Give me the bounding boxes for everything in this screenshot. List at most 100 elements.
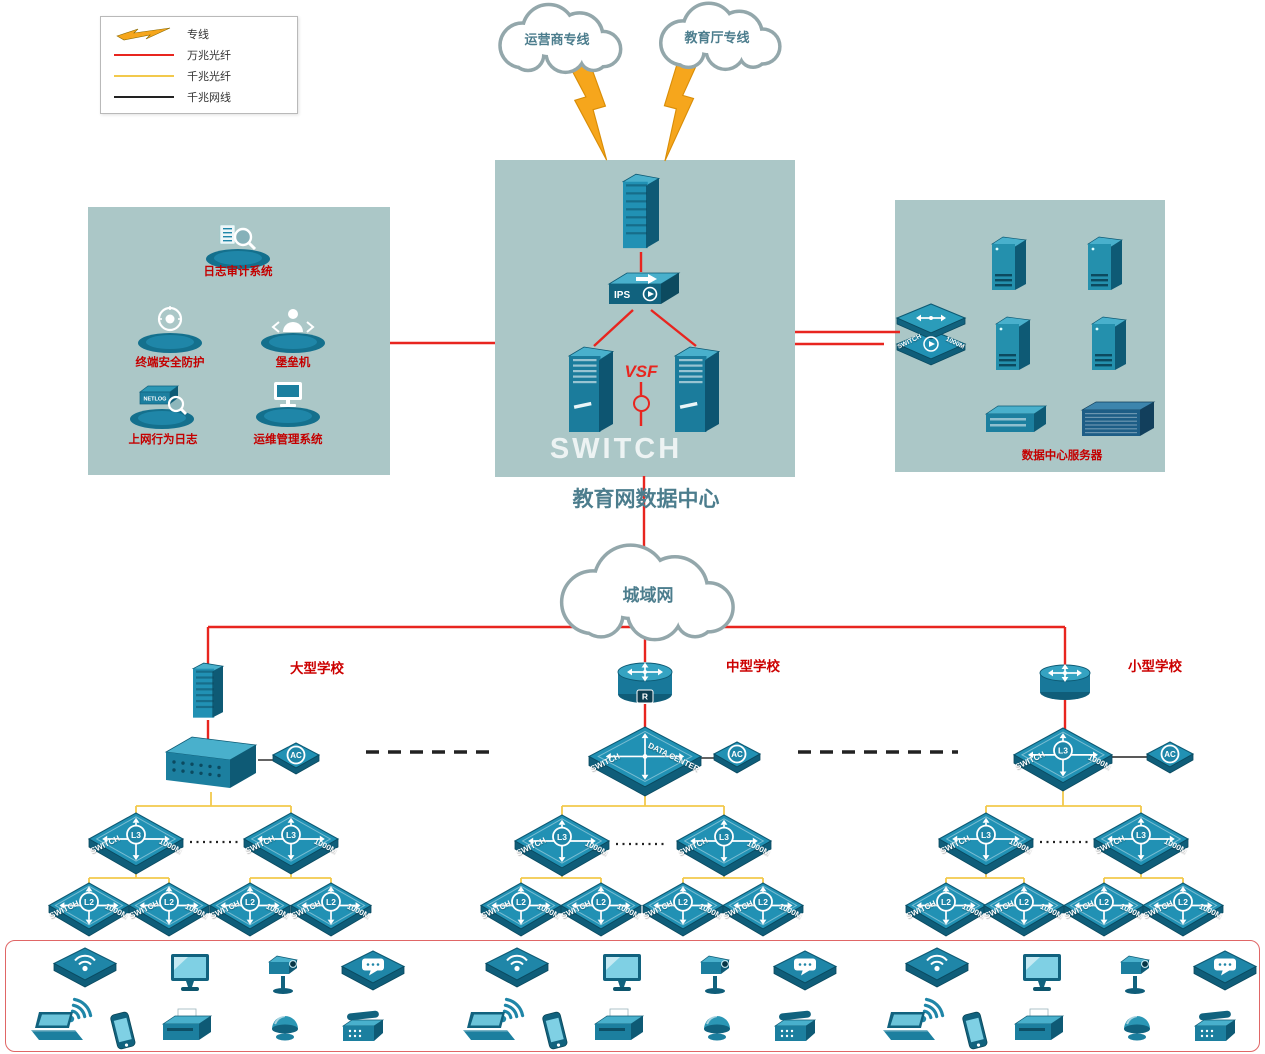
desktop-computer-icon-g3 xyxy=(1020,952,1064,992)
vsf-link-icon xyxy=(633,395,650,412)
smartphone-icon-g3 xyxy=(962,1011,988,1051)
server-2-icon xyxy=(1086,234,1124,294)
svg-text:L2: L2 xyxy=(516,897,526,907)
legend-label: 千兆光纤 xyxy=(187,70,231,83)
man-cloud-label: 城域网 xyxy=(622,586,674,605)
wireless-ap-icon-g1 xyxy=(52,947,118,988)
desktop-computer-icon-g2 xyxy=(600,952,644,992)
ops-mgmt-icon xyxy=(250,376,326,428)
svg-text:L3: L3 xyxy=(131,830,141,840)
legend-label: 万兆光纤 xyxy=(187,49,231,62)
net-log-label: 上网行为日志 xyxy=(128,434,198,446)
printer-icon-g2 xyxy=(593,1007,645,1047)
legend: 专线 万兆光纤 千兆光纤 千兆网线 xyxy=(100,16,298,114)
svg-text:L2: L2 xyxy=(1178,897,1188,907)
small-school-label: 小型学校 xyxy=(1128,659,1182,674)
svg-text:NETLOG: NETLOG xyxy=(144,397,167,403)
man-cloud xyxy=(559,543,735,642)
large-school-core-icon xyxy=(162,732,260,792)
server-4-icon xyxy=(1090,314,1128,374)
net-log-icon: NETLOG xyxy=(124,378,202,430)
education-cloud-label: 教育厅专线 xyxy=(684,30,750,45)
dome-camera-icon-g1 xyxy=(265,1010,305,1046)
legend-item: 专线 xyxy=(111,23,287,44)
svg-text:L3: L3 xyxy=(557,832,567,842)
telephone-icon-g2 xyxy=(771,1010,819,1047)
smartphone-icon-g2 xyxy=(542,1011,568,1051)
laptop-icon-g1 xyxy=(29,1010,85,1046)
1g-cable-swatch xyxy=(111,95,177,98)
desktop-computer-icon-g1 xyxy=(168,952,212,992)
svg-text:R: R xyxy=(642,692,648,702)
wireless-ap-icon-g3 xyxy=(904,947,970,988)
svg-text:L2: L2 xyxy=(596,897,606,907)
dc-core-switch-1-icon xyxy=(566,342,616,442)
operator-cloud xyxy=(498,2,623,75)
server-3-icon xyxy=(994,314,1032,374)
dc-firewall-icon xyxy=(620,170,662,254)
printer-icon-g1 xyxy=(161,1007,213,1047)
svg-text:L2: L2 xyxy=(84,897,94,907)
svg-text:L3: L3 xyxy=(1058,746,1068,756)
bastion-host-icon xyxy=(255,302,331,354)
ptz-camera-icon-g1 xyxy=(263,948,303,994)
telephone-icon-g3 xyxy=(1191,1010,1239,1047)
bastion-host-label: 堡垒机 xyxy=(275,357,311,369)
terminal-security-icon xyxy=(132,302,208,354)
datacenter-servers-label: 数据中心服务器 xyxy=(1021,450,1103,462)
svg-text:AC: AC xyxy=(290,751,302,760)
switch-watermark: SWITCH xyxy=(549,433,683,465)
dome-camera-icon-g3 xyxy=(1117,1010,1157,1046)
svg-text:L3: L3 xyxy=(719,832,729,842)
large-school-firewall-icon xyxy=(190,660,226,722)
svg-text:L3: L3 xyxy=(981,830,991,840)
server-1-icon xyxy=(990,234,1028,294)
education-cloud xyxy=(659,1,782,72)
vsf-label: VSF xyxy=(624,362,658,381)
datacenter-title: 教育网数据中心 xyxy=(572,487,720,511)
log-audit-icon xyxy=(200,218,276,270)
svg-text:L2: L2 xyxy=(941,897,951,907)
legend-label: 专线 xyxy=(187,28,209,41)
svg-text:L2: L2 xyxy=(326,897,336,907)
svg-text:L2: L2 xyxy=(678,897,688,907)
medium-school-router-icon: R xyxy=(615,662,675,706)
medium-school-ac-icon: AC xyxy=(712,739,762,774)
svg-text:IPS: IPS xyxy=(614,290,630,301)
svg-text:AC: AC xyxy=(731,750,743,759)
1g-fiber-swatch xyxy=(111,74,177,77)
laptop-icon-g3 xyxy=(881,1010,937,1046)
svg-text:L2: L2 xyxy=(1019,897,1029,907)
large-school-label: 大型学校 xyxy=(290,661,344,676)
svg-text:AC: AC xyxy=(1164,750,1176,759)
operator-cloud-label: 运营商专线 xyxy=(524,32,590,47)
svg-text:L3: L3 xyxy=(286,830,296,840)
legend-item: 千兆光纤 xyxy=(111,65,287,86)
rack-server-icon xyxy=(1080,398,1156,438)
storage-icon xyxy=(984,402,1048,436)
dc-core-switch-2-icon xyxy=(672,342,722,442)
svg-text:L3: L3 xyxy=(1136,830,1146,840)
svg-text:L2: L2 xyxy=(758,897,768,907)
